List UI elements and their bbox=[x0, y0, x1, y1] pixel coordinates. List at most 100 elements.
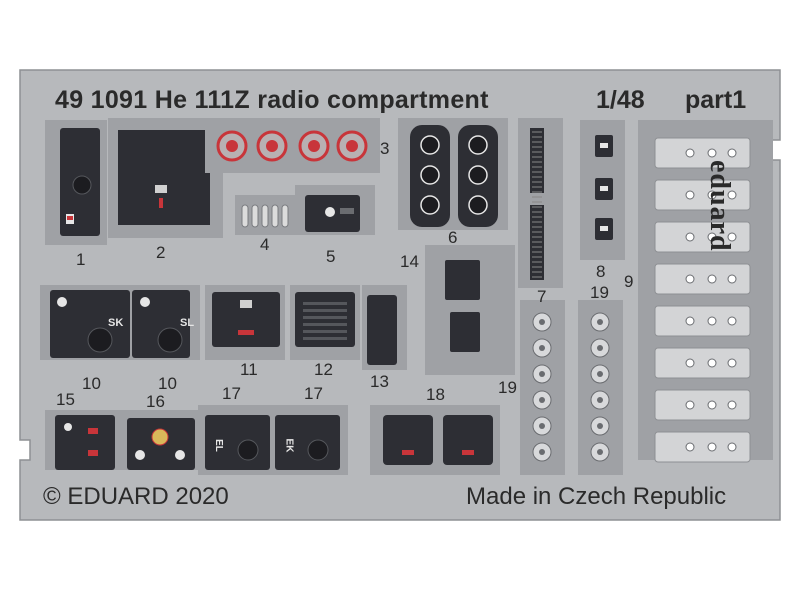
part-9-plates bbox=[638, 120, 773, 463]
plate-hole bbox=[685, 232, 695, 242]
gauge-center bbox=[266, 140, 278, 152]
block-detail bbox=[600, 143, 608, 148]
plate-hole bbox=[707, 316, 717, 326]
plate-hole bbox=[707, 442, 717, 452]
gauge-center bbox=[226, 140, 238, 152]
plate bbox=[654, 263, 751, 295]
plate-hole bbox=[727, 148, 737, 158]
part-number-9: 9 bbox=[624, 272, 634, 291]
plate bbox=[654, 305, 751, 337]
plate bbox=[654, 221, 751, 253]
part-1-panel bbox=[45, 120, 107, 245]
rivet-center bbox=[539, 423, 545, 429]
made-in-text: Made in Czech Republic bbox=[466, 483, 727, 510]
part-number-12: 12 bbox=[314, 360, 333, 379]
cluster-gauge bbox=[420, 195, 440, 215]
plate-hole bbox=[727, 190, 737, 200]
vent-slot bbox=[303, 337, 347, 340]
vent-slot bbox=[303, 302, 347, 305]
brand-logo: eduard bbox=[704, 160, 735, 252]
part-number-3: 3 bbox=[380, 139, 390, 158]
copyright-text: © EDUARD 2020 bbox=[43, 483, 229, 510]
part-number-8: 8 bbox=[596, 262, 606, 281]
rivet-center bbox=[597, 345, 603, 351]
marking-sl: SL bbox=[180, 317, 195, 329]
rivet-center bbox=[539, 449, 545, 455]
plate bbox=[654, 137, 751, 169]
vent-slot bbox=[303, 316, 347, 319]
instrument-cluster bbox=[398, 118, 508, 230]
part-8-blocks bbox=[580, 120, 625, 260]
part-11-panel bbox=[205, 285, 285, 360]
part-number-5: 5 bbox=[326, 247, 336, 266]
part-12-panel bbox=[290, 285, 360, 360]
cluster-gauge bbox=[468, 195, 488, 215]
plate-hole bbox=[727, 358, 737, 368]
part-15-panel bbox=[45, 410, 120, 470]
rivet-center bbox=[597, 397, 603, 403]
plate-hole bbox=[685, 316, 695, 326]
cylinder bbox=[251, 204, 259, 228]
part-number-11: 11 bbox=[240, 360, 258, 379]
part-18-boxes bbox=[370, 405, 500, 475]
part-number-15: 15 bbox=[56, 390, 75, 409]
rivet-center bbox=[597, 423, 603, 429]
plate-hole bbox=[685, 148, 695, 158]
plate-hole bbox=[685, 442, 695, 452]
plate bbox=[654, 179, 751, 211]
cylinder bbox=[261, 204, 269, 228]
plate-hole bbox=[707, 232, 717, 242]
part-16-panel bbox=[120, 410, 200, 470]
gauge-center bbox=[346, 140, 358, 152]
plate-hole bbox=[707, 400, 717, 410]
cylinder bbox=[281, 204, 289, 228]
vent-slot bbox=[303, 330, 347, 333]
cluster-gauge bbox=[468, 165, 488, 185]
cluster-gauge bbox=[468, 135, 488, 155]
part-6-14-boxes bbox=[425, 245, 515, 375]
part-number-19b: 19 bbox=[498, 378, 517, 397]
cylinder bbox=[271, 204, 279, 228]
plate-hole bbox=[727, 442, 737, 452]
part-number-17a: 17 bbox=[222, 384, 241, 403]
part-4-strip bbox=[235, 195, 295, 235]
plate bbox=[654, 389, 751, 421]
part-number-18: 18 bbox=[426, 385, 445, 404]
plate bbox=[654, 431, 751, 463]
plate-hole bbox=[685, 274, 695, 284]
marking-sk: SK bbox=[108, 317, 124, 329]
part-7-strips bbox=[518, 118, 563, 288]
block-detail bbox=[600, 186, 608, 191]
marking-ek: EK bbox=[283, 438, 295, 453]
part-number-16: 16 bbox=[146, 392, 165, 411]
rivet-center bbox=[539, 319, 545, 325]
cylinder bbox=[241, 204, 249, 228]
rivet-center bbox=[539, 345, 545, 351]
plate bbox=[654, 347, 751, 379]
plate-hole bbox=[685, 400, 695, 410]
part-number-2: 2 bbox=[156, 243, 166, 262]
block-detail bbox=[600, 226, 608, 231]
part-5-box bbox=[295, 185, 375, 235]
part-17-panels bbox=[198, 405, 348, 475]
rivet-center bbox=[539, 371, 545, 377]
scale-label: 1/48 bbox=[596, 86, 645, 114]
plate-hole bbox=[727, 400, 737, 410]
rivet-center bbox=[539, 397, 545, 403]
plate-hole bbox=[727, 232, 737, 242]
part-label: part1 bbox=[685, 86, 747, 114]
rivet-center bbox=[597, 449, 603, 455]
part-number-6: 6 bbox=[448, 228, 458, 247]
rivet-center bbox=[597, 371, 603, 377]
fret-title: 49 1091 He 111Z radio compartment bbox=[55, 86, 489, 114]
part-19-rivets bbox=[520, 300, 623, 475]
cluster-gauge bbox=[420, 165, 440, 185]
part-number-7: 7 bbox=[537, 287, 547, 306]
part-3-gauges bbox=[205, 118, 380, 173]
part-13-panel bbox=[362, 285, 407, 370]
cluster-gauge bbox=[420, 135, 440, 155]
gauge-center bbox=[308, 140, 320, 152]
plate-hole bbox=[707, 148, 717, 158]
part-number-10a: 10 bbox=[82, 374, 101, 393]
